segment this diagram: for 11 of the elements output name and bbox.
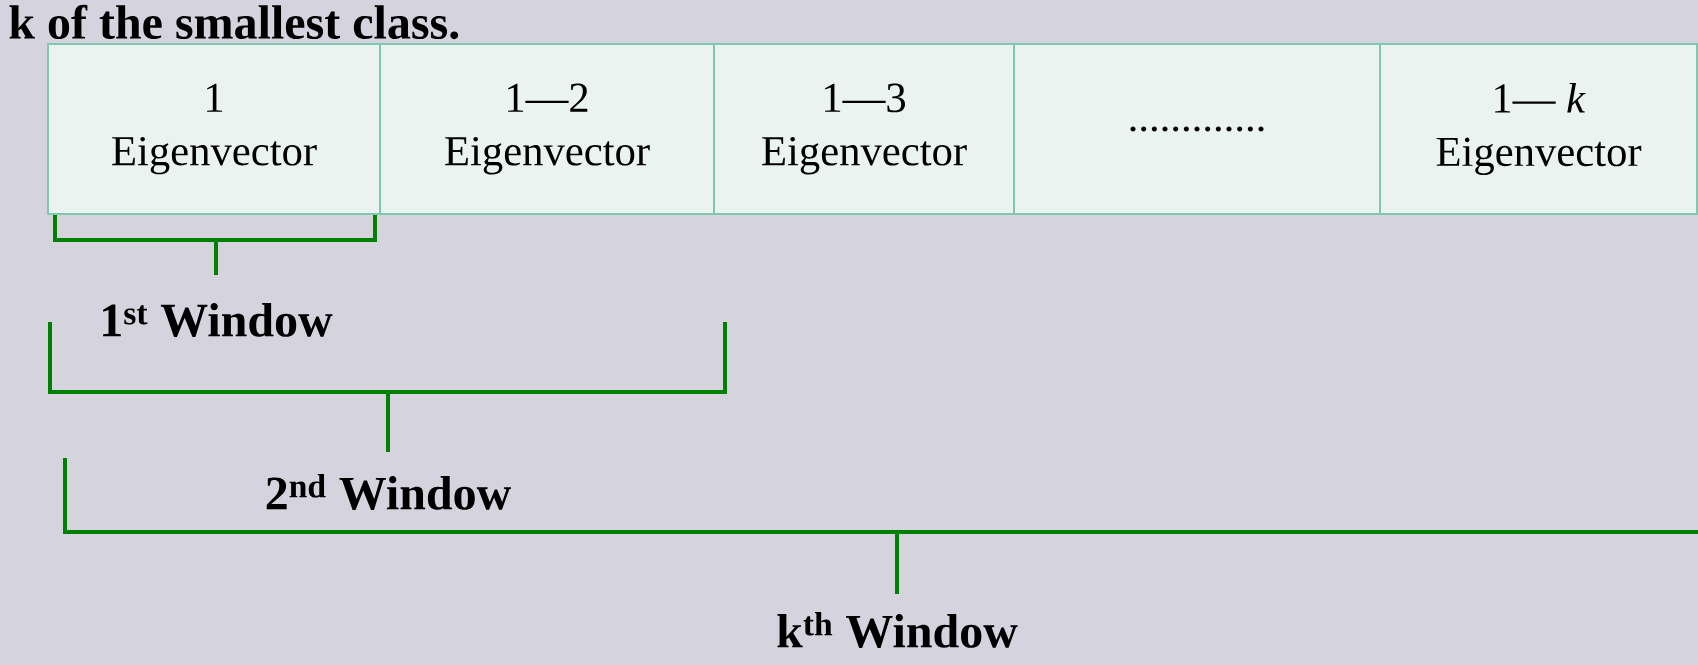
window-label: k$^{th}$ Window <box>777 611 1018 649</box>
node-label: Eigenvector <box>1436 137 1642 176</box>
window-label: 2$^{nd}$ Window <box>266 473 511 511</box>
table-cell: 1— k Eigenvector <box>1379 43 1698 215</box>
table-cell: 1 Eigenvector <box>47 43 381 215</box>
table-cell: 1—3 Eigenvector <box>713 43 1015 215</box>
heading-text: k of the smallest class. <box>9 4 459 40</box>
window-label: 1$^{st}$ Window <box>103 303 333 338</box>
table-cell: 1—2 Eigenvector <box>379 43 715 215</box>
node-label: 1— k <box>1495 82 1586 113</box>
table-cell: ............. <box>1013 43 1381 215</box>
